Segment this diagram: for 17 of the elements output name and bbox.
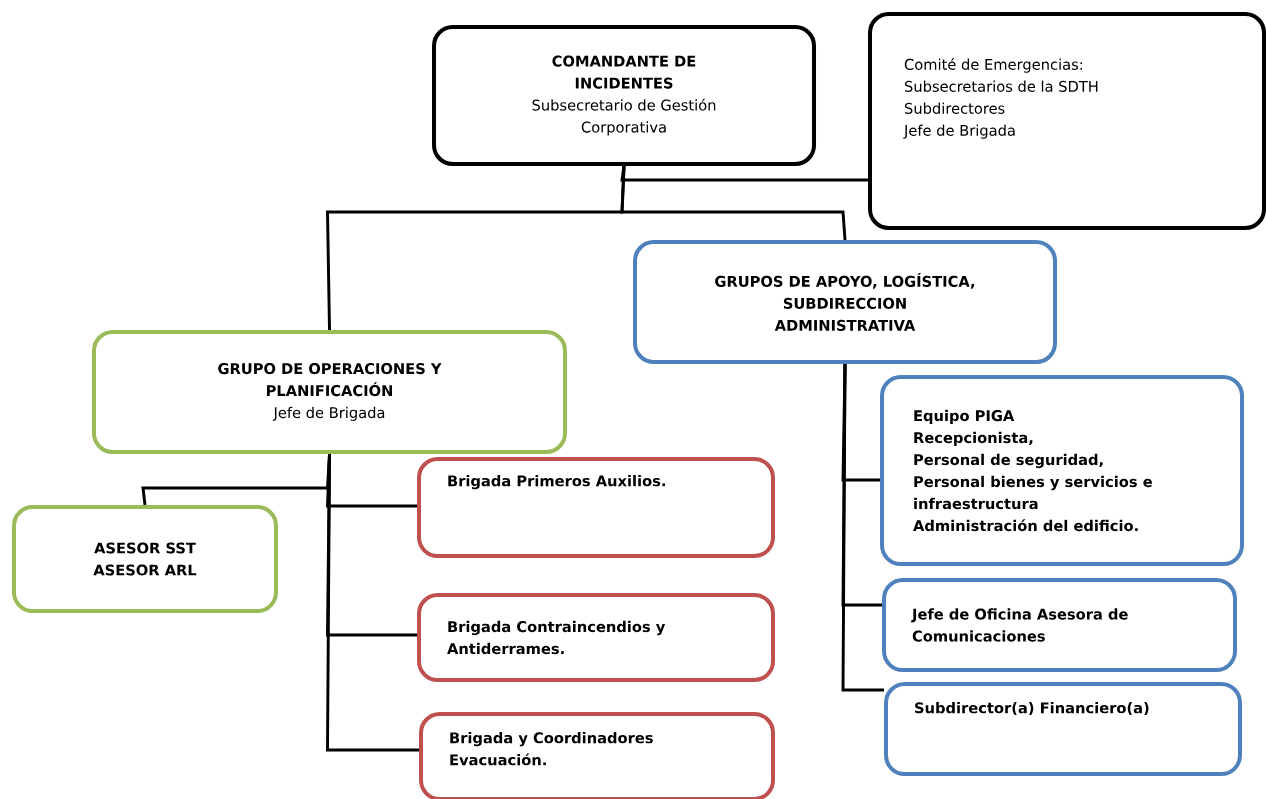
org-box: COMANDANTE DE INCIDENTES Subsecretario de Gestión Corporativa — [432, 25, 816, 166]
org-box: GRUPOS DE APOYO, LOGÍSTICA, SUBDIRECCION ADMINISTRATIVA — [633, 240, 1057, 364]
connector-line — [620, 165, 847, 241]
connector-line — [326, 454, 419, 752]
org-box: Jefe de Oficina Asesora de Comunicaciones — [882, 578, 1237, 672]
org-box: GRUPO DE OPERACIONES Y PLANIFICACIÓN Jefe de Brigada — [92, 330, 567, 454]
org-box: Comité de Emergencias: Subsecretarios de la SDTH Subdirectores Jefe de Brigada — [868, 12, 1266, 230]
connector-line — [841, 364, 882, 607]
org-box: Brigada y Coordinadores Evacuación. — [419, 712, 775, 799]
connector-line — [620, 165, 868, 182]
org-box: Brigada Primeros Auxilios. — [417, 457, 775, 558]
org-box: Brigada Contraincendios y Antiderrames. — [417, 593, 775, 682]
org-box: ASESOR SST ASESOR ARL — [12, 505, 278, 613]
org-box: Subdirector(a) Financiero(a) — [884, 682, 1242, 776]
org-box: Equipo PIGA Recepcionista, Personal de seguridad, Personal bienes y servicios e infraestructura Administración del edificio. — [880, 375, 1244, 566]
connector-line — [841, 364, 880, 482]
connector-line — [841, 364, 884, 692]
